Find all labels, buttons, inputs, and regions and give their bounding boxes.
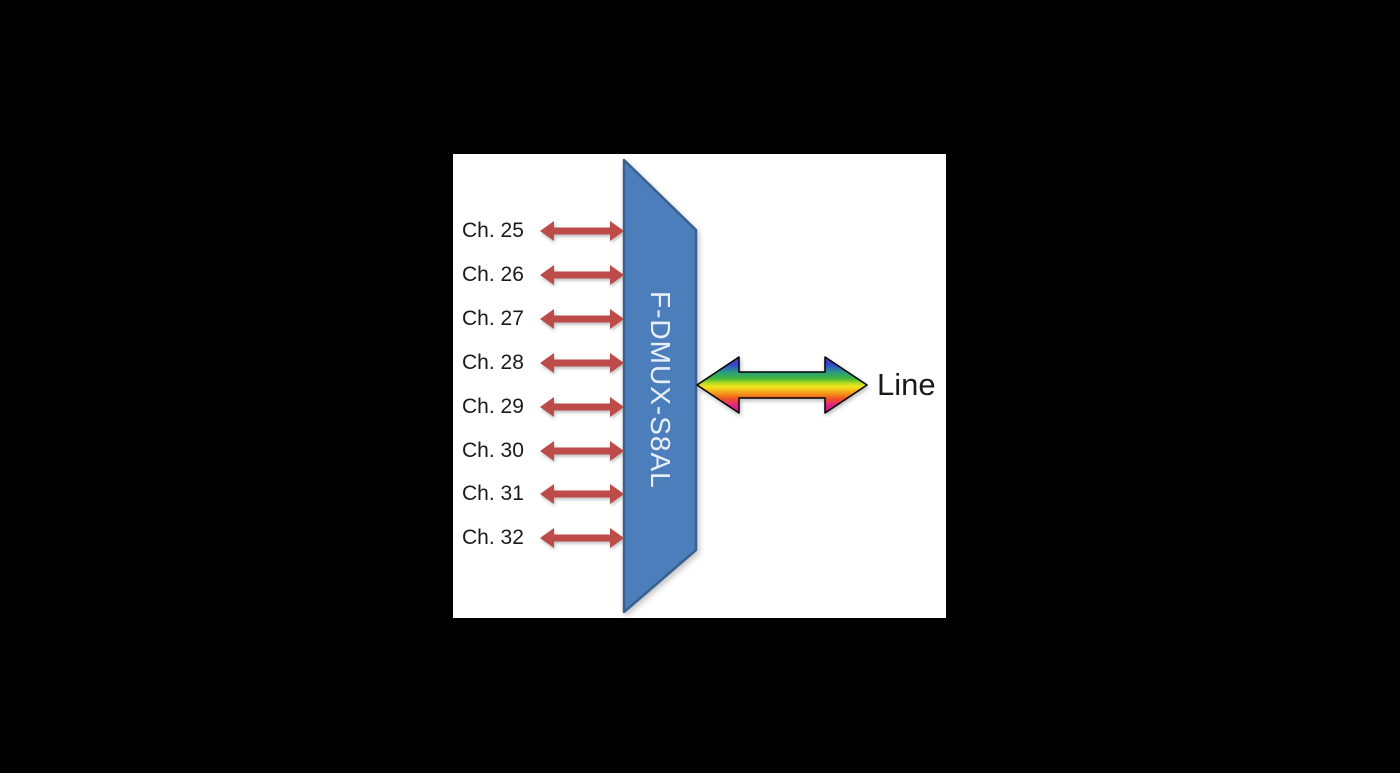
channel-arrow-shape	[540, 353, 624, 373]
channel-label: Ch. 30	[462, 439, 524, 462]
channel-double-arrow-icon	[540, 309, 624, 329]
channel-label: Ch. 26	[462, 263, 524, 286]
dmux-shape-polygon	[622, 158, 698, 614]
channel-arrow-shape	[540, 309, 624, 329]
channel-double-arrow-icon	[540, 221, 624, 241]
channel-double-arrow-icon	[540, 397, 624, 417]
channel-label: Ch. 29	[462, 395, 524, 418]
line-port-label: Line	[877, 367, 936, 402]
channel-arrow-shape	[540, 221, 624, 241]
channel-row: Ch. 28	[462, 348, 625, 378]
channel-label: Ch. 27	[462, 307, 524, 330]
channel-row: Ch. 30	[462, 436, 625, 466]
channel-double-arrow-icon	[540, 353, 624, 373]
channel-arrow-shape	[540, 397, 624, 417]
channel-row: Ch. 31	[462, 479, 625, 509]
dmux-diagram-slide: F-DMUX-S8AL Ch. 25 Ch. 26 Ch. 27 Ch. 28 …	[453, 154, 946, 618]
channel-double-arrow-icon	[540, 441, 624, 461]
channel-double-arrow-icon	[540, 265, 624, 285]
line-arrow-shape	[696, 356, 868, 414]
dmux-device-label: F-DMUX-S8AL	[645, 291, 676, 489]
channel-label: Ch. 28	[462, 351, 524, 374]
channel-row: Ch. 29	[462, 392, 625, 422]
line-rainbow-double-arrow-icon	[696, 356, 868, 414]
channel-arrow-shape	[540, 441, 624, 461]
channel-label: Ch. 31	[462, 482, 524, 505]
channel-row: Ch. 27	[462, 304, 625, 334]
channel-row: Ch. 26	[462, 260, 625, 290]
channel-arrow-shape	[540, 484, 624, 504]
channel-arrow-shape	[540, 265, 624, 285]
dmux-shape	[622, 158, 698, 614]
channel-row: Ch. 25	[462, 216, 625, 246]
channel-label: Ch. 25	[462, 219, 524, 242]
channel-double-arrow-icon	[540, 528, 624, 548]
channel-row: Ch. 32	[462, 523, 625, 553]
channel-arrow-shape	[540, 528, 624, 548]
channel-double-arrow-icon	[540, 484, 624, 504]
channel-label: Ch. 32	[462, 526, 524, 549]
